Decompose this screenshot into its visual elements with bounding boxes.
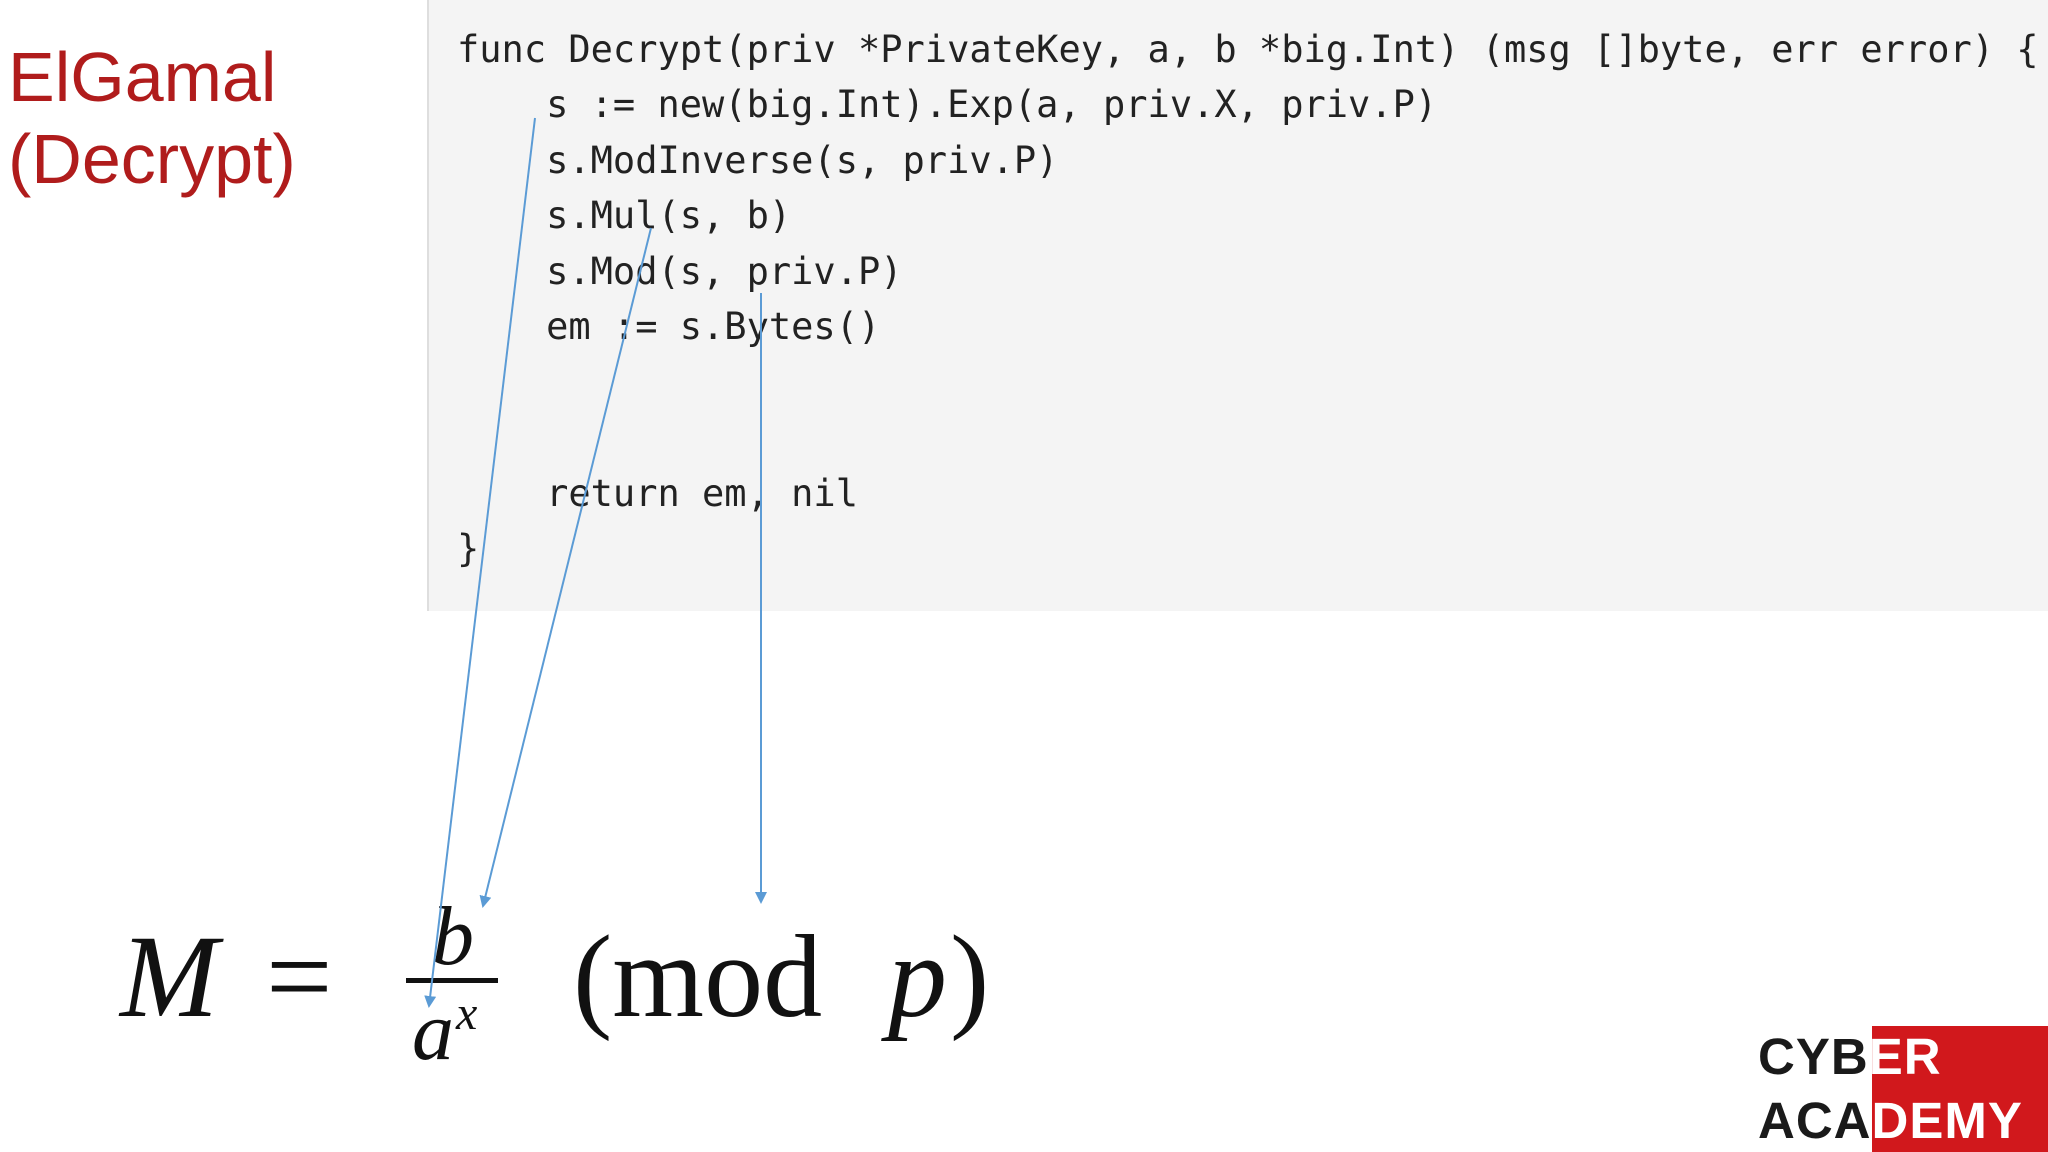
formula-equals: = <box>266 911 333 1042</box>
code-line-6: em := s.Bytes() <box>457 305 881 348</box>
code-line-10: } <box>457 527 480 570</box>
logo-red-block <box>1872 1026 2048 1152</box>
logo-line-1-dark: CYB <box>1758 1028 1869 1085</box>
code-line-2: s := new(big.Int).Exp(a, priv.X, priv.P) <box>457 83 1438 126</box>
formula-exponent: x <box>456 987 478 1040</box>
code-line-9: return em, nil <box>457 472 858 515</box>
code-block: func Decrypt(priv *PrivateKey, a, b *big… <box>427 0 2048 611</box>
code-line-5: s.Mod(s, priv.P) <box>457 250 903 293</box>
formula-mod-var: p <box>888 911 947 1042</box>
logo-line-2-light: DEMY <box>1871 1092 2023 1149</box>
code-line-4: s.Mul(s, b) <box>457 194 792 237</box>
slide-title-line-2: (Decrypt) <box>8 120 296 198</box>
formula-lhs: M <box>120 911 219 1042</box>
logo-line-1-light: ER <box>1868 1028 1942 1085</box>
formula-numerator: b <box>432 890 474 983</box>
formula-mod-open: (mod <box>573 911 823 1042</box>
formula-denominator: a <box>412 985 454 1078</box>
code-line-3: s.ModInverse(s, priv.P) <box>457 139 1059 182</box>
cyber-academy-logo: CYBER ACADEMY <box>1758 1024 2048 1152</box>
fraction-bar <box>406 978 498 983</box>
logo-line-2-dark: ACA <box>1758 1092 1872 1149</box>
logo-line-2: ACADEMY <box>1758 1092 2023 1150</box>
formula-mod-close: ) <box>950 911 990 1042</box>
code-line-1: func Decrypt(priv *PrivateKey, a, b *big… <box>457 28 2039 71</box>
slide-title-line-1: ElGamal <box>8 38 277 116</box>
slide-title: ElGamal (Decrypt) <box>8 36 296 200</box>
logo-line-1: CYBER <box>1758 1028 1942 1086</box>
